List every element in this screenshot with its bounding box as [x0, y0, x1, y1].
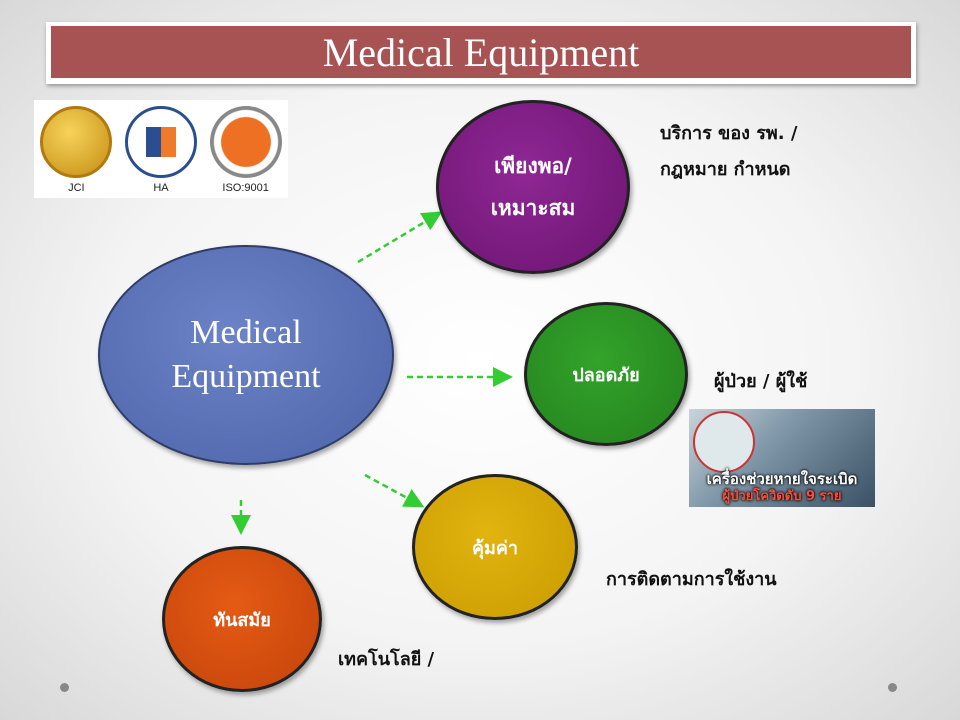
node-label: เพียงพอ/: [494, 154, 572, 178]
node-safety: ปลอดภัย: [524, 302, 688, 446]
ha-logo: HA: [124, 106, 197, 194]
note-line: บริการ ของ รพ. /: [660, 123, 798, 144]
note-line: กฎหมาย กำหนด: [660, 159, 791, 180]
node-value: คุ้มค่า: [412, 474, 578, 620]
node-label: เหมาะสม: [490, 196, 576, 220]
slide-title: Medical Equipment: [322, 29, 640, 75]
note-safety: ผู้ป่วย / ผู้ใช้: [714, 371, 808, 392]
arrow-to-value: [364, 473, 425, 508]
iso-logo: ISO:9001: [209, 106, 282, 194]
node-adequate: เพียงพอ/เหมาะสม: [436, 100, 630, 274]
logo-label: JCI: [68, 182, 85, 194]
node-modern: ทันสมัย: [162, 546, 322, 692]
arrow-to-adequate: [357, 211, 443, 264]
center-line1: Medical: [190, 314, 302, 351]
note-modern: เทคโนโลยี /: [338, 649, 435, 670]
accreditation-logos: JCI HA ISO:9001: [34, 100, 288, 198]
note-value: การติดตามการใช้งาน: [606, 569, 777, 590]
node-label: คุ้มค่า: [471, 537, 519, 559]
photo-caption: ผู้ป่วยโควิดดับ 9 ราย: [722, 489, 842, 504]
node-label: ทันสมัย: [213, 609, 271, 631]
inset-image: [693, 411, 755, 473]
title-bar: Medical Equipment: [46, 22, 916, 84]
corner-dot: [60, 683, 69, 692]
note-adequate: บริการ ของ รพ. / กฎหมาย กำหนด: [660, 116, 797, 188]
logo-label: ISO:9001: [222, 182, 269, 194]
jci-logo: JCI: [40, 106, 113, 194]
node-label: ปลอดภัย: [572, 364, 640, 386]
center-line2: Equipment: [171, 358, 321, 395]
logo-label: HA: [153, 182, 169, 194]
news-photo: เครื่องช่วยหายใจระเบิด ผู้ป่วยโควิดดับ 9…: [689, 409, 875, 507]
corner-dot: [888, 683, 897, 692]
photo-caption: เครื่องช่วยหายใจระเบิด: [706, 470, 858, 488]
